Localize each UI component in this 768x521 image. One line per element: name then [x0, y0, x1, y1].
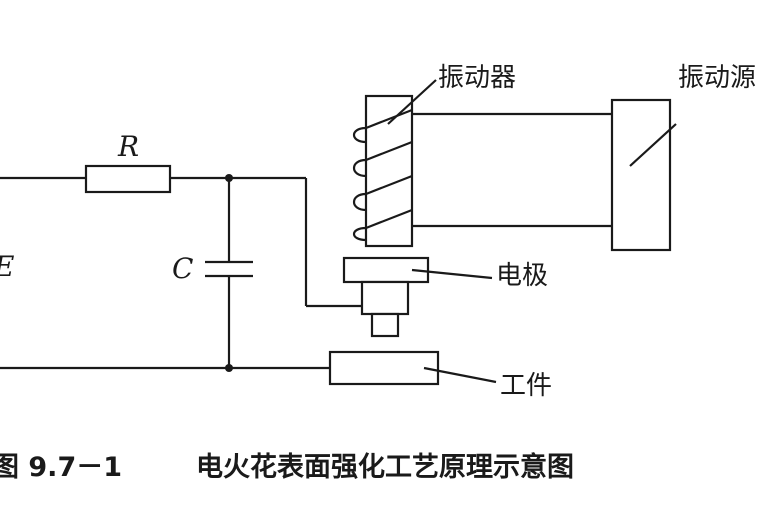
workpiece-label: 工件: [500, 371, 552, 401]
leader-workpiece: [423, 366, 497, 384]
electrode-stem-upper: [360, 280, 410, 316]
vibrator-core: [364, 94, 414, 248]
leader-electrode: [411, 268, 493, 280]
caption-title: 电火花表面强化工艺原理示意图: [196, 451, 574, 483]
source-label: E: [0, 250, 14, 283]
workpiece: [328, 350, 440, 386]
vibration-source: [610, 98, 672, 252]
electrode-stem-lower: [370, 312, 400, 338]
electrode-head: [342, 256, 430, 284]
electrode-label: 电极: [496, 261, 548, 291]
caption-number: 图 9.7－1: [0, 452, 122, 483]
leader-vibrator: [387, 79, 437, 125]
vibrator-coil: [352, 108, 413, 242]
capacitor-label: C: [172, 252, 193, 285]
vibration-source-label: 振动源: [678, 63, 756, 93]
resistor: [84, 164, 172, 194]
vibrator-label: 振动器: [438, 63, 516, 93]
leader-vibration-source: [629, 123, 677, 167]
resistor-label: R: [117, 130, 139, 163]
